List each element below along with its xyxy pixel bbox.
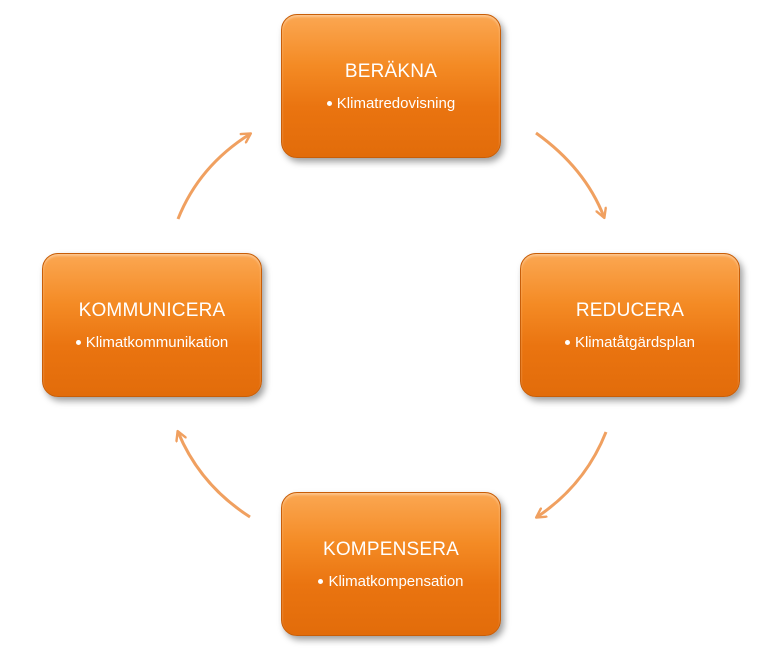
node-kompensera: KOMPENSERA Klimatkompensation <box>281 492 501 636</box>
arrow-left-to-top <box>176 134 250 220</box>
node-bullet-item: Klimatåtgärdsplan <box>564 333 696 351</box>
node-item-label: Klimatredovisning <box>336 94 456 112</box>
node-bullet-item: Klimatredovisning <box>326 94 456 112</box>
node-bullet-item: Klimatkompensation <box>318 572 464 590</box>
node-title: BERÄKNA <box>344 60 438 82</box>
node-berakna: BERÄKNA Klimatredovisning <box>281 14 501 158</box>
bullet-icon <box>75 339 81 345</box>
arrow-right-to-bottom <box>537 431 608 517</box>
node-item-label: Klimatkompensation <box>328 572 464 590</box>
bullet-icon <box>326 100 332 106</box>
node-title: KOMPENSERA <box>322 538 460 560</box>
arrow-bottom-to-left <box>178 432 251 519</box>
bullet-icon <box>564 339 570 345</box>
node-kommunicera: KOMMUNICERA Klimatkommunikation <box>42 253 262 397</box>
node-reducera: REDUCERA Klimatåtgärdsplan <box>520 253 740 397</box>
arrow-top-to-right <box>535 131 604 217</box>
node-item-label: Klimatåtgärdsplan <box>574 333 696 351</box>
node-item-label: Klimatkommunikation <box>85 333 229 351</box>
bullet-icon <box>318 578 324 584</box>
node-title: REDUCERA <box>575 299 685 321</box>
node-title: KOMMUNICERA <box>78 299 226 321</box>
node-bullet-item: Klimatkommunikation <box>75 333 229 351</box>
